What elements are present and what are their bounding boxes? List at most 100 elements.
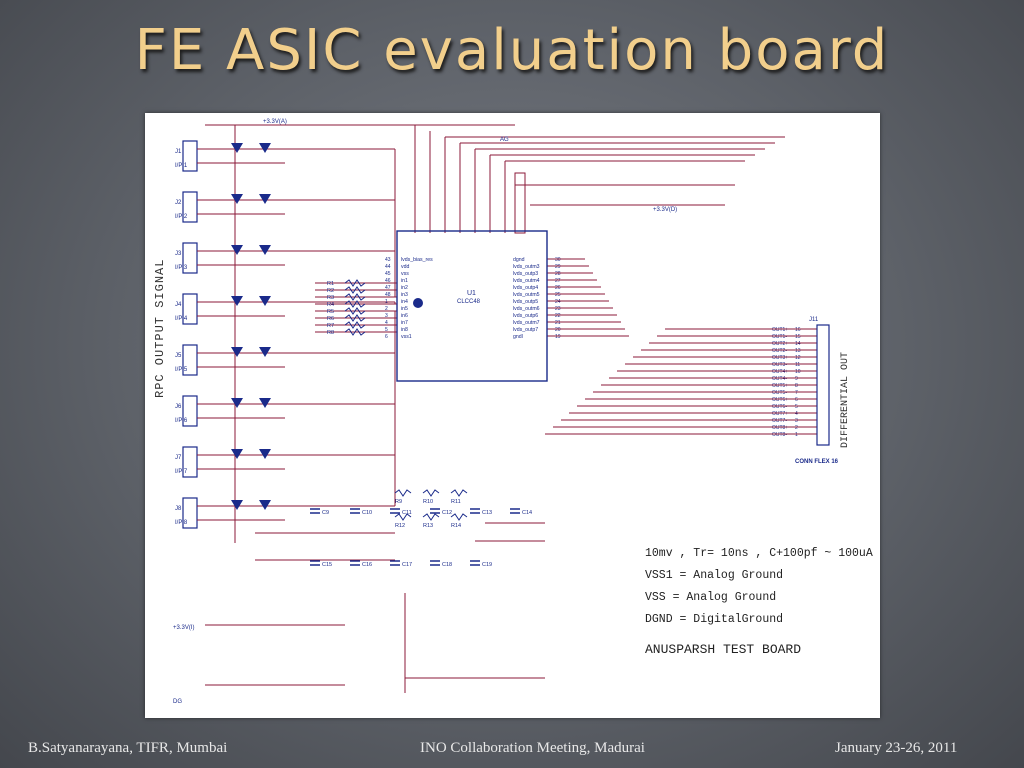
- diode-symbol: [259, 194, 271, 204]
- resistor-ref: R4: [327, 302, 334, 308]
- out-pin-name: OUT1-: [772, 334, 787, 340]
- ground-label-ag: AG: [500, 137, 509, 143]
- resistor-symbol: [344, 300, 366, 308]
- resistor-symbol: [394, 513, 412, 521]
- ic-pin-number: 25: [555, 292, 561, 298]
- out-pin-name: OUT8-: [772, 432, 787, 438]
- ic-pin-number: 44: [385, 264, 391, 270]
- capacitor-ref: C15: [322, 562, 332, 568]
- out-pin-name: OUT4+: [772, 369, 788, 375]
- out-pin-name: OUT2+: [772, 341, 788, 347]
- ground-label-dg: DG: [173, 699, 182, 705]
- resistor-ref: R7: [327, 323, 334, 329]
- ic-pin-number: 24: [555, 299, 561, 305]
- out-pin-number: 2: [795, 425, 798, 431]
- diode-symbol: [259, 143, 271, 153]
- ic-pin-name: in5: [401, 306, 408, 312]
- capacitor-ref: C19: [482, 562, 492, 568]
- ic-pin-name: lvds_outp3: [513, 271, 538, 277]
- resistor-ref: R6: [327, 316, 334, 322]
- ic-pin-number: 6: [385, 334, 388, 340]
- input-connector: [182, 446, 198, 478]
- ic-pin-number: 26: [555, 285, 561, 291]
- diode-symbol: [231, 296, 243, 306]
- resistor-symbol: [450, 489, 468, 497]
- diode-symbol: [259, 245, 271, 255]
- resistor-ref: R9: [395, 499, 402, 505]
- resistor-ref: R2: [327, 288, 334, 294]
- connector-pin-label: I/P 5: [175, 367, 188, 373]
- input-connector: [182, 344, 198, 376]
- out-pin-number: 15: [795, 334, 801, 340]
- out-pin-number: 13: [795, 348, 801, 354]
- resistor-symbol: [344, 307, 366, 315]
- ic-pin-name: lvds_outm3: [513, 264, 540, 270]
- resistor-symbol: [344, 328, 366, 336]
- out-pin-name: OUT7-: [772, 418, 787, 424]
- connector-pin-label: I/P 8: [175, 520, 188, 526]
- capacitor-ref: C18: [442, 562, 452, 568]
- connector-pin-label: I/P 2: [175, 214, 188, 220]
- out-pin-name: OUT6-: [772, 404, 787, 410]
- ic-pin-name: vdd: [401, 264, 409, 270]
- out-pin-number: 12: [795, 355, 801, 361]
- ic-pin-number: 1: [385, 299, 388, 305]
- footer-date: January 23-26, 2011: [835, 740, 958, 756]
- ic-pin-number: 46: [385, 278, 391, 284]
- ic-pin-name: lvds_outp4: [513, 285, 538, 291]
- out-pin-number: 11: [795, 362, 800, 368]
- out-pin-number: 6: [795, 397, 798, 403]
- ic-pin-name: lvds_outm4: [513, 278, 540, 284]
- ic-pin-number: 4: [385, 320, 388, 326]
- connector-ref: J1: [175, 149, 182, 155]
- diode-symbol: [259, 296, 271, 306]
- connector-ref: J8: [175, 506, 182, 512]
- supply-label-d: +3.3V(D): [653, 207, 677, 213]
- diode-symbol: [231, 245, 243, 255]
- footer-event: INO Collaboration Meeting, Madurai: [420, 740, 645, 756]
- out-pin-name: OUT6+: [772, 397, 788, 403]
- out-connector-part: CONN FLEX 16: [795, 459, 839, 465]
- ic-pin-number: 27: [555, 278, 561, 284]
- ic-pin-name: in3: [401, 292, 408, 298]
- connector-pin-label: I/P 6: [175, 418, 188, 424]
- slide-title: FE ASIC evaluation board: [134, 18, 890, 83]
- ic-pin-number: 5: [385, 327, 388, 333]
- ic-pin-name: lvds_outp5: [513, 299, 538, 305]
- ic-pin-number: 28: [555, 271, 561, 277]
- resistor-ref: R13: [423, 523, 433, 529]
- diode-symbol: [259, 500, 271, 510]
- diode-symbol: [259, 398, 271, 408]
- ic-pin-number: 45: [385, 271, 391, 277]
- resistor-symbol: [344, 293, 366, 301]
- out-pin-number: 16: [795, 327, 801, 333]
- notes-block: 10mv , Tr= 10ns , C+100pf ~ 100uA VSS1 =…: [645, 543, 880, 661]
- resistor-symbol: [422, 489, 440, 497]
- ic-pin-name: dgnd: [513, 257, 525, 263]
- diode-symbol: [231, 449, 243, 459]
- out-pin-name: OUT7+: [772, 411, 788, 417]
- out-pin-number: 8: [795, 383, 798, 389]
- ic-pin-number: 21: [555, 320, 561, 326]
- capacitor-ref: C12: [442, 510, 452, 516]
- ic-pin-name: in2: [401, 285, 408, 291]
- connector-ref: J3: [175, 251, 182, 257]
- capacitor-ref: C17: [402, 562, 412, 568]
- ic-pin-name: vss: [401, 271, 409, 277]
- resistor-ref: R12: [395, 523, 405, 529]
- capacitor-ref: C9: [322, 510, 329, 516]
- connector-ref: J4: [175, 302, 182, 308]
- out-pin-number: 5: [795, 404, 798, 410]
- resistor-ref: R14: [451, 523, 461, 529]
- connector-pin-label: I/P 4: [175, 316, 188, 322]
- board-name: ANUSPARSH TEST BOARD: [645, 642, 802, 657]
- out-pin-number: 1: [795, 432, 798, 438]
- ic-pin-name: in7: [401, 320, 408, 326]
- out-pin-number: 4: [795, 411, 798, 417]
- ic-pin-number: 29: [555, 264, 561, 270]
- capacitor-ref: C14: [522, 510, 532, 516]
- rpc-output-label: RPC OUTPUT SIGNAL: [153, 259, 167, 398]
- ic-pin-name: lvds_bias_res: [401, 257, 433, 263]
- diode-symbol: [231, 143, 243, 153]
- connector-ref: J6: [175, 404, 182, 410]
